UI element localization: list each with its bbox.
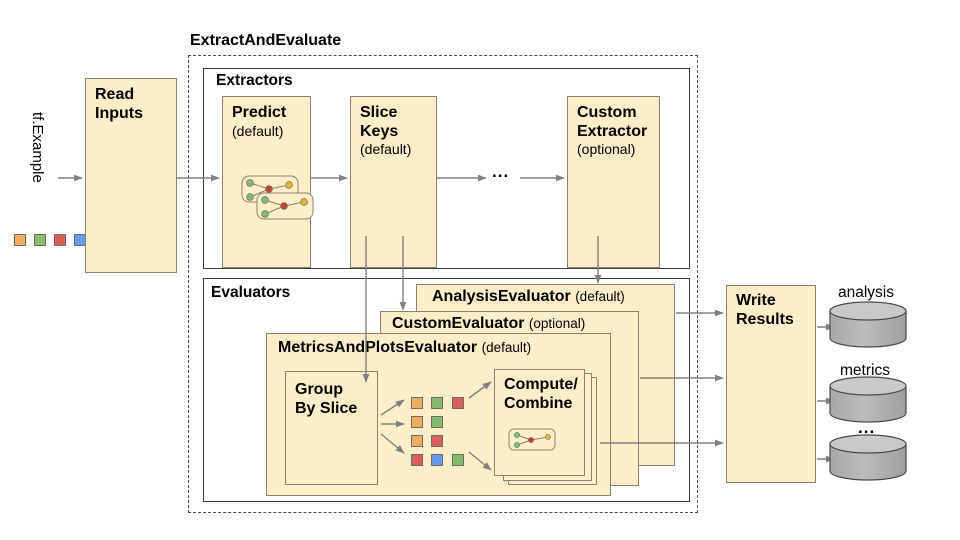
output-cylinder-analysis: [829, 301, 907, 348]
custom-evaluator-header: CustomEvaluator (optional): [392, 315, 585, 333]
predict-name: Predict: [232, 104, 287, 121]
group-by-slice-line2: By Slice: [295, 399, 358, 417]
custom-extractor-name2: Extractor: [577, 122, 648, 140]
evaluators-label: Evaluators: [211, 284, 291, 301]
extractor-node-predict[interactable]: Predict (default): [222, 96, 314, 268]
write-results-title: Write Results: [736, 292, 811, 329]
extract-and-evaluate-container: [188, 55, 698, 513]
write-results-line1: Write: [736, 292, 776, 309]
output-label-metrics: metrics: [840, 362, 890, 379]
slice-chip: [452, 397, 464, 409]
output-cylinder-other: [829, 434, 907, 481]
extractors-label: Extractors: [216, 72, 293, 89]
extractor-node-slice-keys[interactable]: Slice Keys (default): [350, 96, 437, 268]
read-inputs-node[interactable]: Read Inputs: [85, 78, 177, 273]
slice-keys-name1: Slice: [360, 104, 398, 121]
read-inputs-title: Read Inputs: [95, 86, 172, 123]
custom-extractor-qualifier: (optional): [577, 141, 636, 158]
legend-chip-red: [54, 234, 66, 246]
slice-keys-name2: Keys: [360, 122, 399, 140]
slice-chip: [411, 454, 423, 466]
write-results-line2: Results: [736, 310, 794, 328]
slice-chip: [411, 397, 423, 409]
predict-title: Predict (default): [232, 104, 306, 141]
extractors-ellipsis: ...: [492, 162, 510, 181]
custom-evaluator-qualifier: (optional): [528, 316, 586, 331]
analysis-evaluator-name: AnalysisEvaluator: [432, 288, 571, 305]
slice-chip: [431, 435, 443, 447]
output-label-analysis: analysis: [838, 284, 894, 301]
predict-graph-icon: [241, 175, 314, 220]
metrics-and-plots-evaluator-name: MetricsAndPlotsEvaluator: [278, 339, 478, 356]
custom-extractor-title: Custom Extractor (optional): [577, 104, 655, 160]
group-by-slice-title: Group By Slice: [295, 381, 373, 418]
read-inputs-line1: Read: [95, 86, 135, 103]
slice-chip: [452, 454, 464, 466]
metrics-and-plots-evaluator-qualifier: (default): [481, 340, 532, 355]
custom-extractor-name1: Custom: [577, 104, 637, 121]
read-inputs-line2: Inputs: [95, 104, 143, 122]
slice-chip: [431, 416, 443, 428]
tf-example-label: tf.Example: [29, 112, 46, 183]
slice-chip: [411, 435, 423, 447]
compute-graph-icon: [508, 428, 556, 451]
slice-chip: [411, 416, 423, 428]
legend-chip-green: [34, 234, 46, 246]
compute-combine-node[interactable]: Compute/ Combine: [494, 369, 585, 476]
extract-and-evaluate-label: ExtractAndEvaluate: [190, 32, 342, 49]
group-by-slice-line1: Group: [295, 381, 343, 398]
slice-keys-title: Slice Keys (default): [360, 104, 432, 160]
slice-keys-qualifier: (default): [360, 141, 412, 158]
custom-evaluator-name: CustomEvaluator: [392, 315, 525, 332]
predict-qualifier: (default): [232, 122, 284, 139]
extractor-node-custom[interactable]: Custom Extractor (optional): [567, 96, 660, 268]
slice-chip: [431, 454, 443, 466]
compute-combine-title: Compute/ Combine: [504, 376, 580, 413]
slice-chip: [431, 397, 443, 409]
metrics-and-plots-evaluator-header: MetricsAndPlotsEvaluator (default): [278, 339, 531, 357]
output-label-ellipsis: ...: [858, 418, 876, 437]
write-results-node[interactable]: Write Results: [726, 285, 816, 483]
compute-combine-line2: Combine: [504, 394, 573, 412]
analysis-evaluator-qualifier: (default): [575, 289, 625, 304]
legend-chip-orange: [14, 234, 26, 246]
group-by-slice-node[interactable]: Group By Slice: [285, 371, 378, 485]
output-cylinder-metrics: [829, 376, 907, 423]
analysis-evaluator-header: AnalysisEvaluator (default): [432, 288, 625, 306]
compute-combine-line1: Compute/: [504, 376, 578, 393]
